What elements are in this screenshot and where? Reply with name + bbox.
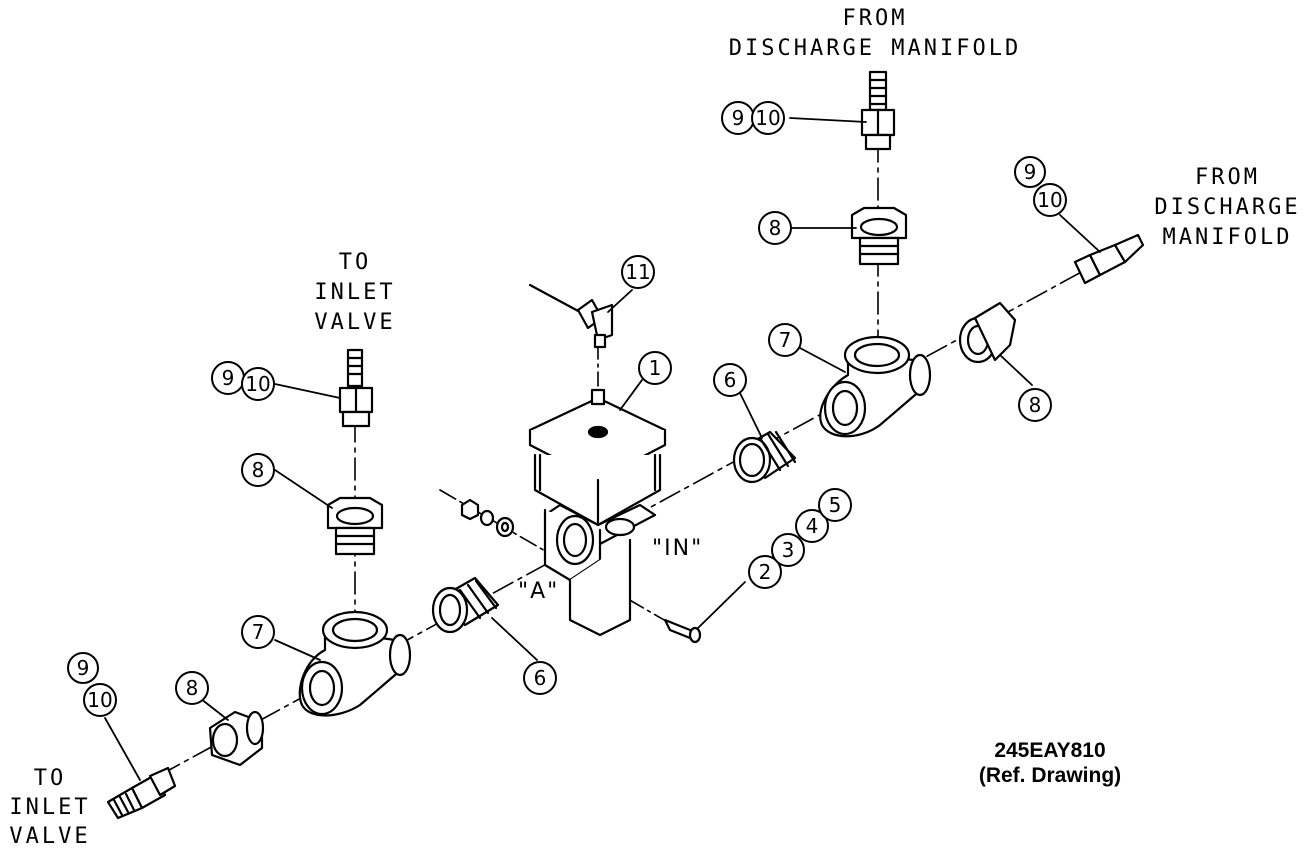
callout-10-left-top: 10 [245, 372, 270, 396]
callout-3: 3 [782, 538, 795, 562]
fitting-top-left [338, 348, 374, 428]
callout-8-left: 8 [186, 676, 199, 700]
callout-9-right: 9 [1024, 160, 1037, 184]
label-from-discharge-top: FROM DISCHARGE MANIFOLD [728, 6, 1022, 61]
callout-8-left-top: 8 [252, 458, 265, 482]
callout-2: 2 [759, 560, 772, 584]
tee-left [298, 610, 412, 717]
leader-lines [104, 117, 1101, 781]
callout-6-right: 6 [724, 368, 737, 392]
fitting-bottom-left [106, 766, 177, 820]
tee-right [819, 335, 932, 438]
callout-5: 5 [829, 493, 842, 517]
callout-10-top-right: 10 [755, 106, 780, 130]
assembly-axis [159, 269, 1086, 776]
callout-9-top-right: 9 [732, 106, 745, 130]
callout-6-left: 6 [534, 666, 547, 690]
solenoid-valve [528, 388, 667, 637]
elbow-fitting [528, 283, 614, 349]
callout-9-bottom-left: 9 [77, 656, 90, 680]
fitting-right [1073, 233, 1145, 285]
callout-10-right: 10 [1037, 188, 1062, 212]
bushing-top-left [326, 496, 384, 556]
callout-8-right: 8 [1029, 393, 1042, 417]
nipple-right [732, 430, 797, 484]
callout-bubbles [67, 101, 1067, 717]
callout-numbers: 9 10 8 9 10 7 8 6 1 11 2 3 4 5 9 10 8 7 … [77, 106, 1063, 712]
callout-7-right: 7 [779, 328, 792, 352]
bushing-top-right [850, 206, 908, 266]
bushing-left [208, 710, 265, 767]
nipple-left [431, 576, 500, 634]
reference-number: 245EAY810 [994, 739, 1106, 762]
callout-7-left: 7 [252, 620, 265, 644]
small-hardware [460, 498, 702, 644]
callout-1: 1 [649, 356, 662, 380]
port-in-label: "IN" [652, 536, 703, 561]
reference-note: (Ref. Drawing) [978, 764, 1122, 787]
port-a-label: "A" [518, 579, 559, 604]
label-to-inlet-mid: TO INLET VALVE [314, 250, 396, 335]
reference-block: 245EAY810 (Ref. Drawing) [930, 738, 1170, 788]
callout-10-bottom-left: 10 [87, 688, 112, 712]
fitting-top-right [860, 70, 896, 151]
callout-4: 4 [806, 514, 819, 538]
port-labels: "IN" "A" [518, 536, 703, 604]
label-from-discharge-right: FROM DISCHARGE MANIFOLD [1154, 165, 1301, 250]
bushing-right [958, 301, 1017, 364]
label-to-inlet-bottom: TO INLET VALVE [9, 766, 91, 849]
callout-11: 11 [625, 260, 650, 284]
callout-9-left-top: 9 [222, 366, 235, 390]
callout-8-top-right: 8 [769, 216, 782, 240]
